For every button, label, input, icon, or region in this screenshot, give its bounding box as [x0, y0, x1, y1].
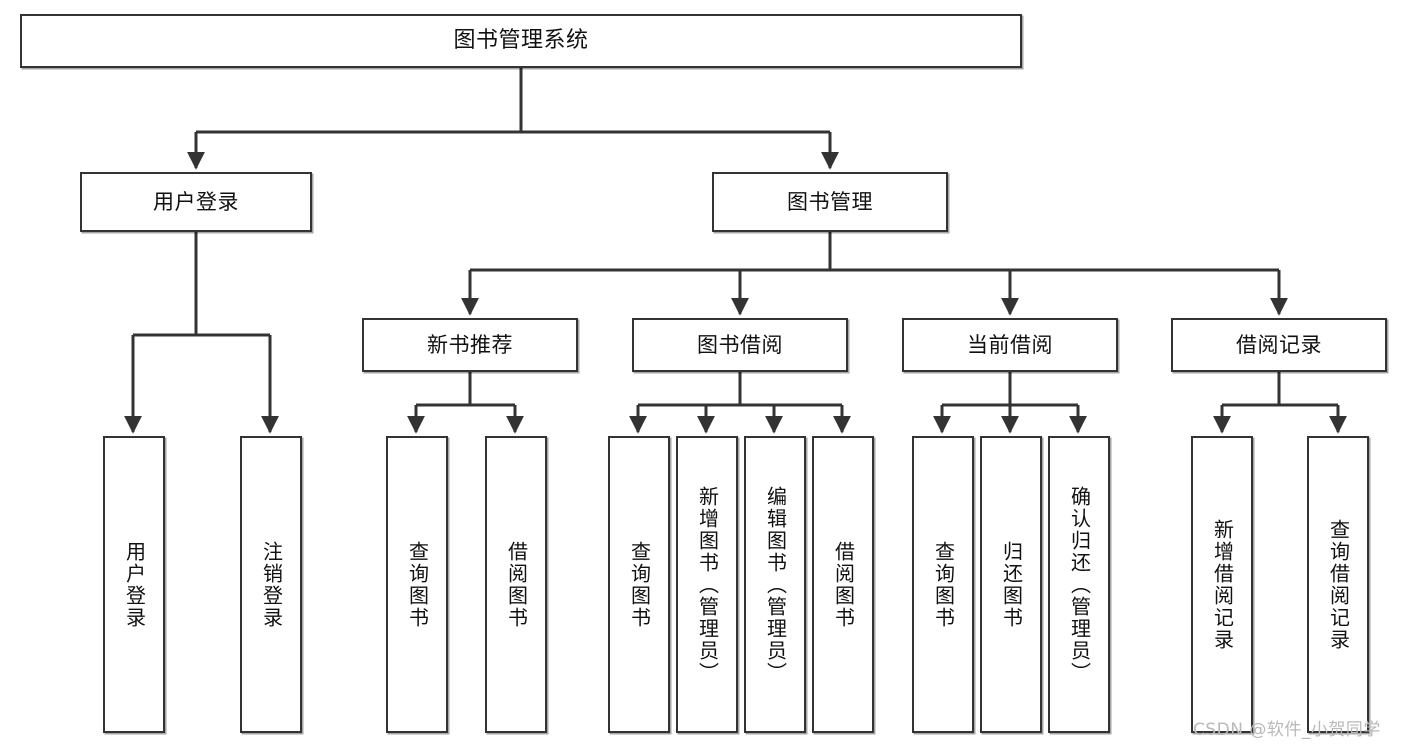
- node-user-login[interactable]: 用户登录: [80, 172, 312, 232]
- node-current-borrow[interactable]: 当前借阅: [902, 318, 1118, 372]
- leaf-nb-borrow-book[interactable]: 借阅图书: [485, 436, 547, 733]
- leaf-logout[interactable]: 注销登录: [240, 436, 302, 733]
- leaf-label-br-add-record: 新增借阅记录: [1210, 518, 1235, 651]
- leaf-bb-borrow-book[interactable]: 借阅图书: [812, 436, 874, 733]
- node-borrow-record[interactable]: 借阅记录: [1171, 318, 1387, 372]
- leaf-label-br-query-record: 查询借阅记录: [1326, 518, 1351, 651]
- leaf-label-cb-confirm-return: 确认归还（管理员）: [1067, 485, 1092, 684]
- leaf-br-query-record[interactable]: 查询借阅记录: [1307, 436, 1369, 733]
- node-label-book-manage: 图书管理: [787, 189, 873, 214]
- node-new-book-recommend[interactable]: 新书推荐: [362, 318, 578, 372]
- leaf-user-login[interactable]: 用户登录: [103, 436, 165, 733]
- leaf-cb-return-book[interactable]: 归还图书: [980, 436, 1042, 733]
- node-label-user-login: 用户登录: [153, 189, 239, 214]
- leaf-label-bb-borrow-book: 借阅图书: [831, 540, 856, 629]
- node-label-book-borrow: 图书借阅: [697, 332, 783, 357]
- node-root-system[interactable]: 图书管理系统: [20, 14, 1022, 68]
- leaf-label-cb-return-book: 归还图书: [999, 540, 1024, 629]
- node-label-new-book-recommend: 新书推荐: [427, 332, 513, 357]
- leaf-cb-confirm-return[interactable]: 确认归还（管理员）: [1048, 436, 1110, 733]
- leaf-bb-edit-book[interactable]: 编辑图书（管理员）: [744, 436, 806, 733]
- leaf-label-cb-query-book: 查询图书: [931, 540, 956, 629]
- node-book-manage[interactable]: 图书管理: [712, 172, 948, 232]
- node-label-root: 图书管理系统: [453, 28, 589, 54]
- csdn-watermark: CSDN @软件_小贺同学: [1193, 720, 1381, 740]
- node-book-borrow[interactable]: 图书借阅: [632, 318, 848, 372]
- node-label-borrow-record: 借阅记录: [1236, 332, 1322, 357]
- leaf-label-user-login: 用户登录: [122, 540, 147, 629]
- leaf-label-nb-borrow-book: 借阅图书: [504, 540, 529, 629]
- leaf-label-bb-query-book: 查询图书: [627, 540, 652, 629]
- leaf-bb-query-book[interactable]: 查询图书: [608, 436, 670, 733]
- leaf-br-add-record[interactable]: 新增借阅记录: [1191, 436, 1253, 733]
- leaf-nb-query-book[interactable]: 查询图书: [386, 436, 448, 733]
- leaf-label-bb-edit-book: 编辑图书（管理员）: [763, 485, 788, 684]
- leaf-label-nb-query-book: 查询图书: [405, 540, 430, 629]
- leaf-label-logout: 注销登录: [259, 540, 284, 629]
- leaf-cb-query-book[interactable]: 查询图书: [912, 436, 974, 733]
- leaf-bb-add-book[interactable]: 新增图书（管理员）: [676, 436, 738, 733]
- node-label-current-borrow: 当前借阅: [967, 332, 1053, 357]
- leaf-label-bb-add-book: 新增图书（管理员）: [695, 485, 720, 684]
